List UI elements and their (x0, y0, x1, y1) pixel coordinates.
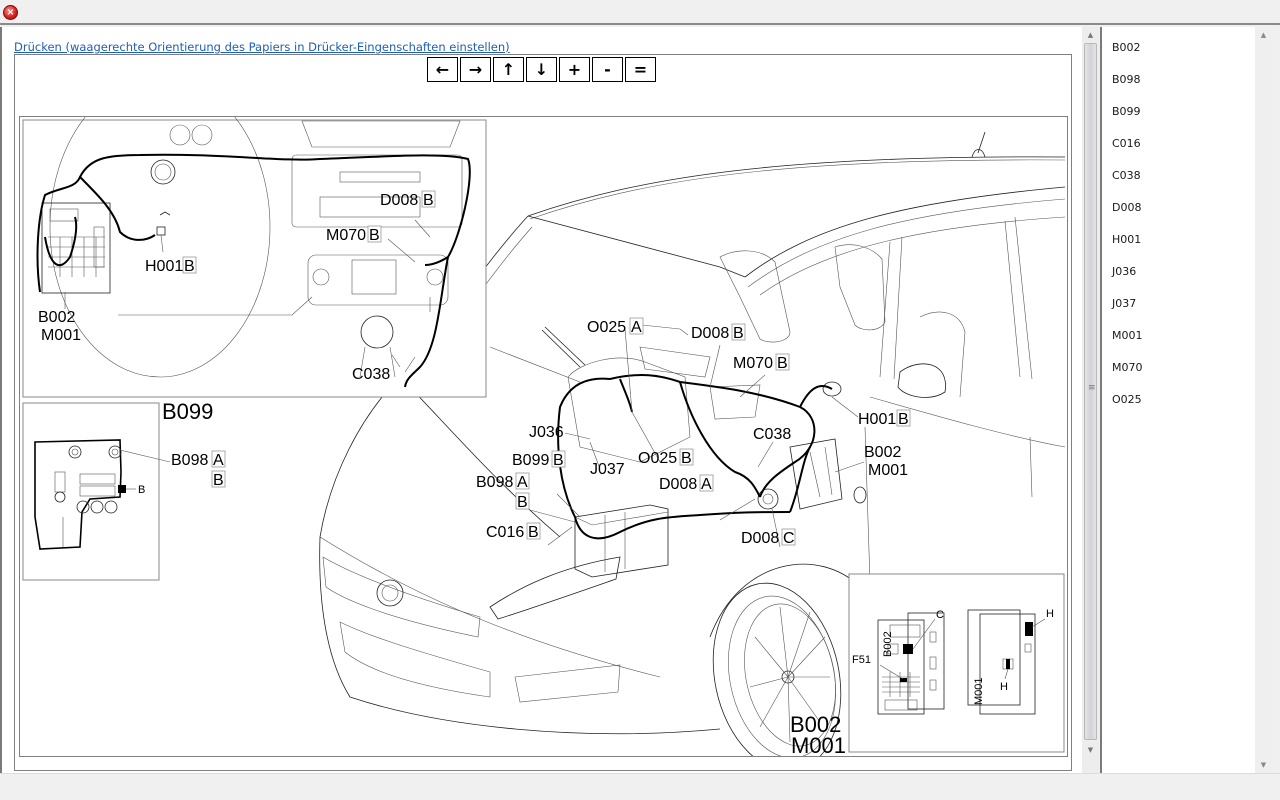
label-bottom-m001[interactable]: M001 (791, 733, 846, 757)
label-d008-pin: B (423, 192, 434, 209)
component-item-m070[interactable]: M070 (1112, 361, 1143, 374)
label-b002[interactable]: B002 (864, 444, 901, 461)
zoom-out-button[interactable]: - (592, 57, 623, 82)
label-c016-b[interactable]: C016 (486, 524, 524, 541)
label-fusebox-h-bottom: H (1000, 681, 1008, 693)
label-d008-c[interactable]: D008 (741, 530, 779, 547)
arrow-up-icon: ↑ (501, 60, 516, 79)
engine-bay-labels: O025 A D008 B M070 B H001 B J036 C038 B0… (476, 317, 911, 757)
label-b098[interactable]: B098 (476, 474, 513, 491)
wheel-spokes (749, 606, 830, 743)
label-b099-b[interactable]: B099 (512, 452, 549, 469)
label-fusebox-b002: B002 (882, 631, 894, 657)
label-c038[interactable]: C038 (753, 426, 791, 443)
wiring-harness (557, 374, 833, 540)
diagram-frame (14, 54, 1072, 771)
label-h001[interactable]: H001 (145, 258, 183, 275)
component-item-j036[interactable]: J036 (1112, 265, 1137, 278)
label-o025-b[interactable]: O025 (638, 450, 677, 467)
status-bar (0, 773, 1280, 800)
print-link[interactable]: Drücken (waagerechte Orientierung des Pa… (14, 40, 510, 54)
zoom-reset-button[interactable]: = (625, 57, 656, 82)
component-item-b099[interactable]: B099 (1112, 105, 1141, 118)
fusebox-inset: B002 C F51 M001 H H (848, 573, 1065, 753)
label-fusebox-f51: F51 (852, 654, 871, 666)
label-m001[interactable]: M001 (41, 327, 81, 344)
label-d008-b[interactable]: D008 (691, 325, 729, 342)
component-list-scrollbar[interactable]: ▲ ▼ (1255, 27, 1272, 773)
component-item-b098[interactable]: B098 (1112, 73, 1141, 86)
plus-icon: + (567, 60, 582, 79)
label-o025-a-pin: A (631, 319, 642, 336)
label-b002[interactable]: B002 (38, 309, 75, 326)
arrow-down-icon: ↓ (534, 60, 549, 79)
window-titlebar: × (0, 0, 1280, 25)
pan-left-button[interactable]: ← (427, 57, 458, 82)
label-j036[interactable]: J036 (529, 424, 564, 441)
pan-up-button[interactable]: ↑ (493, 57, 524, 82)
label-b098[interactable]: B098 (171, 452, 208, 469)
list-scroll-down-icon[interactable]: ▼ (1260, 761, 1267, 769)
label-m070-pin: B (369, 227, 380, 244)
label-d008-a-pin: A (701, 476, 712, 493)
dashboard-inset: D008 B M070 B H001 B B002 M001 C038 (22, 117, 487, 398)
label-h001-b-pin: B (898, 411, 909, 428)
label-b098-pin-b: B (517, 494, 528, 511)
diagram-scrollbar[interactable]: ▲ ≡ ▼ (1082, 27, 1099, 773)
zoom-in-button[interactable]: + (559, 57, 590, 82)
component-item-b002[interactable]: B002 (1112, 41, 1141, 54)
label-b098-pin-a: A (517, 474, 528, 491)
label-m001[interactable]: M001 (868, 462, 908, 479)
label-h001-b[interactable]: H001 (858, 411, 896, 428)
label-d008-a[interactable]: D008 (659, 476, 697, 493)
component-item-o025[interactable]: O025 (1112, 393, 1142, 406)
label-b098-pin-a: A (213, 452, 224, 469)
component-item-c016[interactable]: C016 (1112, 137, 1141, 150)
label-terminal-b: B (138, 484, 145, 496)
battery-terminal-inset: B099 B098 A B B (22, 399, 226, 581)
component-item-d008[interactable]: D008 (1112, 201, 1142, 214)
pan-down-button[interactable]: ↓ (526, 57, 557, 82)
arrow-right-icon: → (468, 60, 483, 79)
component-item-h001[interactable]: H001 (1112, 233, 1142, 246)
list-scroll-up-icon[interactable]: ▲ (1260, 31, 1267, 39)
component-item-m001[interactable]: M001 (1112, 329, 1143, 342)
label-c038[interactable]: C038 (352, 366, 390, 383)
label-m070-b[interactable]: M070 (733, 355, 773, 372)
component-item-j037[interactable]: J037 (1112, 297, 1137, 310)
label-fusebox-m001: M001 (973, 677, 985, 705)
label-b098-pin-b: B (213, 472, 224, 489)
label-c016-b-pin: B (528, 524, 539, 541)
scrollbar-thumb[interactable]: ≡ (1084, 43, 1097, 740)
grip-icon: ≡ (1088, 383, 1096, 393)
scroll-down-icon[interactable]: ▼ (1087, 746, 1094, 754)
close-icon[interactable]: × (3, 5, 18, 20)
arrow-left-icon: ← (435, 60, 450, 79)
label-j037[interactable]: J037 (590, 461, 625, 478)
label-d008-c-pin: C (783, 530, 795, 547)
label-d008-b-pin: B (733, 325, 744, 342)
label-d008[interactable]: D008 (380, 192, 418, 209)
wiring-diagram-svg: D008 B M070 B H001 B B002 M001 C038 (22, 117, 1066, 757)
label-bottom-b002[interactable]: B002 (790, 712, 841, 737)
equals-icon: = (633, 60, 648, 79)
label-b099-title[interactable]: B099 (162, 399, 213, 424)
wiring-diagram[interactable]: D008 B M070 B H001 B B002 M001 C038 (19, 116, 1068, 757)
scroll-up-icon[interactable]: ▲ (1087, 31, 1094, 39)
label-fusebox-c: C (936, 609, 944, 621)
label-m070-b-pin: B (777, 355, 788, 372)
label-o025-b-pin: B (681, 450, 692, 467)
diagram-viewer-pane: Drücken (waagerechte Orientierung des Pa… (0, 27, 1082, 773)
pan-right-button[interactable]: → (460, 57, 491, 82)
minus-icon: - (604, 60, 611, 79)
label-o025-a[interactable]: O025 (587, 319, 626, 336)
car-illustration (319, 131, 1066, 756)
diagram-nav-toolbar: ← → ↑ ↓ + - = (427, 57, 656, 82)
label-h001-pin: B (184, 258, 195, 275)
label-b099-b-pin: B (553, 452, 564, 469)
label-m070[interactable]: M070 (326, 227, 366, 244)
label-fusebox-h-top: H (1046, 608, 1054, 620)
component-list: B002 B098 B099 C016 C038 D008 H001 J036 … (1100, 27, 1255, 773)
component-item-c038[interactable]: C038 (1112, 169, 1141, 182)
